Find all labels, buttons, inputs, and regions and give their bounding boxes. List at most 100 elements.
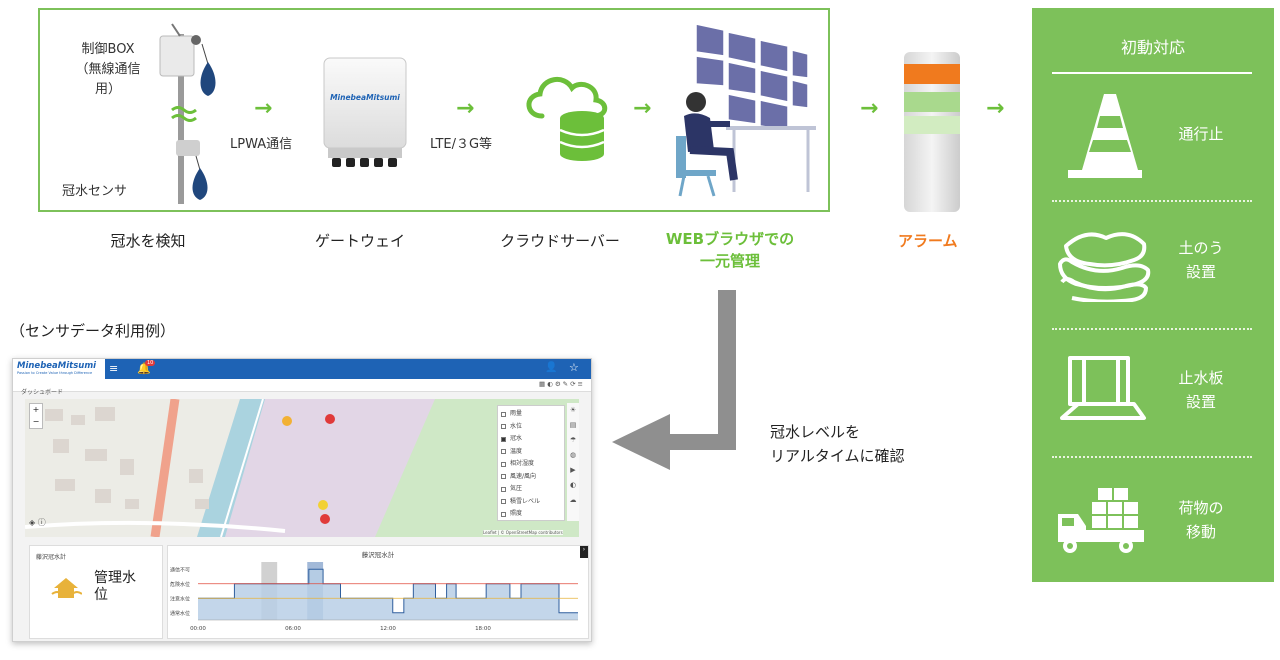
panel-divider	[1052, 72, 1252, 74]
traffic-cone-icon	[1068, 94, 1142, 178]
lte-label: LTE/３G等	[430, 137, 493, 152]
breadcrumb: ダッシュボード	[21, 389, 64, 396]
chart-y-tick-label: 通信不可	[170, 566, 190, 573]
toolbar-icons[interactable]: ▦◐⚙✎⟳≡	[539, 380, 585, 388]
favorite-star-icon[interactable]: ☆	[569, 361, 579, 374]
legend-checkbox[interactable]	[501, 474, 506, 480]
step-label-web: WEBブラウザでの 一元管理	[665, 230, 795, 270]
flood-barrier-icon	[1060, 356, 1146, 420]
legend-label: 水位	[510, 422, 523, 430]
panel-separator-2	[1052, 328, 1252, 330]
dashboard-logo: MinebeaMitsumi Passion to Create Value t…	[13, 359, 105, 379]
legend-label: 冠水	[510, 435, 523, 442]
truck-icon	[1058, 488, 1144, 553]
initial-response-panel: 初動対応 通行止 土のう 設置 止水板 設置	[1032, 8, 1274, 582]
legend-item[interactable]: 積雪レベル	[501, 496, 561, 509]
legend-item[interactable]: 雨量	[501, 408, 561, 421]
sensor-card-title: 藤沢冠水計	[36, 554, 67, 561]
legend-checkbox[interactable]	[501, 486, 506, 492]
breadcrumb-bar: ダッシュボード ▦◐⚙✎⟳≡	[13, 379, 591, 396]
legend-label: 温度	[510, 447, 523, 455]
water-level-chart-panel[interactable]: 藤沢冠水計 › 通常水位 注意水位 危険水位 通信不可 00:00 06:00 12:00 1…	[167, 545, 589, 639]
legend-item[interactable]: 気圧	[501, 483, 561, 496]
step-label-detect: 冠水を検知	[110, 232, 186, 250]
legend-label: 積雪レベル	[510, 497, 541, 505]
legend-item[interactable]: 照度	[501, 508, 561, 521]
zoom-in-button[interactable]: +	[32, 405, 40, 414]
lpwa-label: LPWA通信	[230, 137, 293, 152]
legend-checkbox[interactable]	[501, 461, 506, 467]
device-label: 制御BOX （無線通信用）	[75, 42, 141, 97]
flow-arrow-2: →	[456, 96, 475, 121]
example-caption: （センサデータ利用例）	[10, 322, 176, 340]
legend-label: 雨量	[510, 410, 523, 417]
legend-checkbox[interactable]	[501, 411, 506, 417]
layers-icon[interactable]: ◈ ⓘ	[29, 518, 46, 527]
step-label-alarm: アラーム	[898, 232, 958, 250]
map-zoom-control[interactable]: + −	[29, 403, 43, 429]
legend-label: 気圧	[510, 485, 523, 492]
chart-y-tick-label: 通常水位	[170, 610, 190, 617]
user-icon[interactable]: 👤	[545, 362, 558, 373]
map-view[interactable]	[25, 399, 579, 537]
map-side-toolbar[interactable]: ☀▤☂◍▶◐☁	[567, 403, 579, 521]
panel-separator-3	[1052, 456, 1252, 458]
sensor-status-card[interactable]: 藤沢冠水計 管理水 位	[29, 545, 163, 639]
legend-item[interactable]: 風速/風向	[501, 471, 561, 484]
chart-x-tick-label: 00:00	[190, 626, 206, 632]
flood-sensor-icon	[159, 23, 216, 204]
realtime-note: 冠水レベルを リアルタイムに確認	[770, 423, 905, 465]
legend-item[interactable]: 相対湿度	[501, 458, 561, 471]
flow-arrow-1: →	[254, 96, 273, 121]
legend-label: 相対湿度	[510, 460, 535, 467]
alarm-light-icon	[904, 52, 960, 212]
chart-next-button[interactable]: ›	[580, 546, 588, 558]
panel-separator-1	[1052, 200, 1252, 202]
legend-checkbox[interactable]	[501, 436, 506, 442]
gateway-logo: MinebeaMitsumi	[330, 93, 400, 102]
dashboard-topbar	[13, 359, 591, 379]
legend-checkbox[interactable]	[501, 511, 506, 517]
action-label-road-closure: 通行止	[1178, 125, 1224, 143]
sensor-status-text: 管理水 位	[94, 570, 136, 603]
flow-arrow-4: →	[860, 96, 879, 121]
notification-badge: 10	[145, 360, 156, 366]
chart-title: 藤沢冠水計	[361, 551, 395, 559]
flow-arrow-3: →	[633, 96, 652, 121]
map-attribution: Leaflet | © OpenStreetMap contributors	[483, 530, 563, 535]
legend-item[interactable]: 水位	[501, 421, 561, 434]
chart-x-tick-label: 18:00	[475, 626, 491, 632]
chart-area-fill	[198, 569, 578, 620]
step-label-gateway: ゲートウェイ	[314, 232, 405, 250]
chart-y-tick-label: 注意水位	[170, 595, 190, 602]
chart-x-tick-label: 12:00	[380, 626, 396, 632]
legend-checkbox[interactable]	[501, 499, 506, 505]
chart-x-tick-label: 06:00	[285, 626, 301, 632]
legend-label: 照度	[510, 510, 523, 517]
legend-item[interactable]: 温度	[501, 446, 561, 459]
flow-arrow-5: →	[986, 96, 1005, 121]
chart-y-tick-label: 危険水位	[170, 581, 190, 588]
action-label-sandbag: 土のう 設置	[1178, 239, 1224, 281]
legend-item[interactable]: 冠水	[501, 433, 561, 446]
feedback-arrow	[612, 290, 736, 470]
dashboard-screenshot: MinebeaMitsumi Passion to Create Value t…	[12, 358, 592, 642]
panel-title: 初動対応	[1120, 38, 1185, 57]
flood-level-icon	[51, 578, 82, 598]
legend-checkbox[interactable]	[501, 449, 506, 455]
flow-box	[38, 8, 830, 212]
action-label-move-goods: 荷物の 移動	[1178, 499, 1224, 541]
sandbag-icon	[1058, 232, 1151, 302]
menu-icon[interactable]: ≡	[109, 362, 119, 375]
legend-checkbox[interactable]	[501, 424, 506, 430]
legend-label: 風速/風向	[510, 472, 537, 480]
action-label-flood-barrier: 止水板 設置	[1178, 369, 1224, 411]
sensor-label: 冠水センサ	[62, 184, 128, 199]
sensor-legend[interactable]: 雨量水位冠水温度相対湿度風速/風向気圧積雪レベル照度	[497, 405, 565, 521]
step-label-cloud: クラウドサーバー	[500, 232, 620, 250]
zoom-out-button[interactable]: −	[32, 417, 40, 426]
gateway-icon: MinebeaMitsumi	[323, 57, 407, 167]
water-level-chart: 通常水位 注意水位 危険水位 通信不可 00:00 06:00 12:00 18:00	[170, 562, 578, 632]
operator-monitor-icon	[676, 23, 816, 197]
cloud-server-icon	[526, 77, 608, 161]
